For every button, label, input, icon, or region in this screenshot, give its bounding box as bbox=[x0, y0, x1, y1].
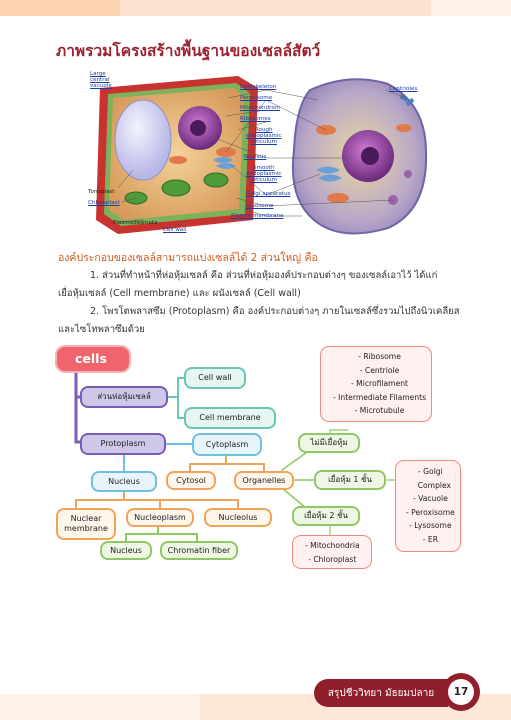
list-item: - Chloroplast bbox=[308, 554, 357, 564]
list-item: - Ribosome bbox=[358, 352, 401, 361]
node-nuclear-membrane: Nuclear membrane bbox=[56, 508, 116, 540]
node-no-membrane: ไม่มีเยื่อหุ้ม bbox=[298, 433, 360, 453]
label-tonoplast: Tonoplast bbox=[88, 189, 115, 195]
paragraph-2-line-2: และไซโทพลาซึมด้วย bbox=[58, 324, 145, 335]
node-cell-membrane: Cell membrane bbox=[184, 407, 276, 429]
label-lysosome: Lysosome bbox=[246, 203, 274, 209]
label-peroxisome: Peroxisome bbox=[240, 95, 273, 101]
node-cell-envelope: ส่วนห่อหุ้มเซลล์ bbox=[80, 386, 168, 408]
node-nucleus-sub: Nucleus bbox=[100, 541, 152, 560]
node-one-membrane: เยื่อหุ้ม 1 ชั้น bbox=[314, 470, 386, 490]
label-centrioles: Centrioles bbox=[389, 86, 418, 92]
section-subheading: องค์ประกอบของเซลล์สามารถแบ่งเซลล์ได้ 2 ส… bbox=[58, 252, 318, 264]
label-large-central-vacuole: Large central vacuole bbox=[90, 71, 112, 89]
list-item: - Mitochondria bbox=[305, 541, 360, 550]
label-plasma-membrane: Plasma membrane bbox=[231, 213, 284, 219]
bottom-band bbox=[0, 694, 511, 720]
paragraph-1-line-1: 1. ส่วนที่ทำหน้าที่ห่อหุ้มเซลล์ คือ ส่วน… bbox=[90, 270, 438, 281]
paragraph-2-line-1: 2. โพรโตพลาสซึม (Protoplasm) คือ องค์ประ… bbox=[90, 306, 460, 317]
cell-illustration bbox=[96, 76, 428, 235]
list-two-membrane-organelles: - Mitochondria - Chloroplast bbox=[292, 535, 372, 569]
label-plasmodesmata: Plasmodesmata bbox=[113, 220, 158, 226]
node-cytosol: Cytosol bbox=[166, 471, 216, 490]
node-nucleolus: Nucleolus bbox=[204, 508, 272, 527]
node-cell-wall: Cell wall bbox=[184, 367, 246, 389]
label-cytoskeleton: Cytoskeleton bbox=[240, 84, 277, 90]
list-item: - Microtubule bbox=[354, 406, 405, 416]
footer-book-title: สรุปชีววิทยา มัธยมปลาย bbox=[314, 679, 448, 707]
top-band bbox=[0, 0, 511, 16]
list-item: - Centriole bbox=[359, 365, 400, 375]
paragraph-1-line-2: เยื่อหุ้มเซลล์ (Cell membrane) และ ผนังเ… bbox=[58, 288, 301, 299]
node-cytoplasm: Cytoplasm bbox=[192, 433, 262, 456]
page-title: ภาพรวมโครงสร้างพื้นฐานของเซลล์สัตว์ bbox=[56, 42, 321, 60]
list-no-membrane-organelles: - Ribosome - Centriole - Microfilament -… bbox=[320, 346, 432, 422]
node-nucleoplasm: Nucleoplasm bbox=[126, 508, 194, 527]
node-organelles: Organelles bbox=[234, 471, 294, 490]
root-node-cells: cells bbox=[55, 345, 131, 373]
list-item: - Intermediate Filaments bbox=[333, 392, 427, 402]
list-item: - Microfilament bbox=[351, 379, 409, 389]
label-mitochondrion: Mitochondrion bbox=[240, 105, 280, 111]
list-item: - Golgi bbox=[418, 467, 443, 476]
label-ribosomes: Ribosomes bbox=[240, 116, 271, 122]
node-two-membrane: เยื่อหุ้ม 2 ชั้น bbox=[292, 506, 360, 526]
list-item: - Peroxisome bbox=[406, 507, 455, 517]
list-item: Complex bbox=[417, 480, 452, 490]
list-item: - Vacuole bbox=[412, 494, 448, 504]
node-nucleus: Nucleus bbox=[91, 471, 157, 492]
label-rough-er: Rough endoplasmic reticulum bbox=[246, 127, 282, 145]
label-nucleus: Nucleus bbox=[244, 154, 267, 160]
list-item: - ER bbox=[422, 534, 438, 544]
node-chromatin-fiber: Chromatin fiber bbox=[160, 541, 238, 560]
node-protoplasm: Protoplasm bbox=[80, 433, 166, 455]
list-item: - Lysosome bbox=[409, 521, 452, 531]
page-number-badge bbox=[442, 673, 480, 711]
label-golgi: Golgi apparatus bbox=[246, 191, 291, 197]
page-number: 17 bbox=[453, 686, 469, 698]
list-one-membrane-organelles: - Golgi Complex - Vacuole - Peroxisome -… bbox=[395, 460, 461, 552]
label-smooth-er: Smooth endoplasmic reticulum bbox=[246, 165, 282, 183]
label-chloroplast: Chloroplast bbox=[88, 200, 120, 206]
label-cell-wall: Cell wall bbox=[163, 227, 187, 233]
